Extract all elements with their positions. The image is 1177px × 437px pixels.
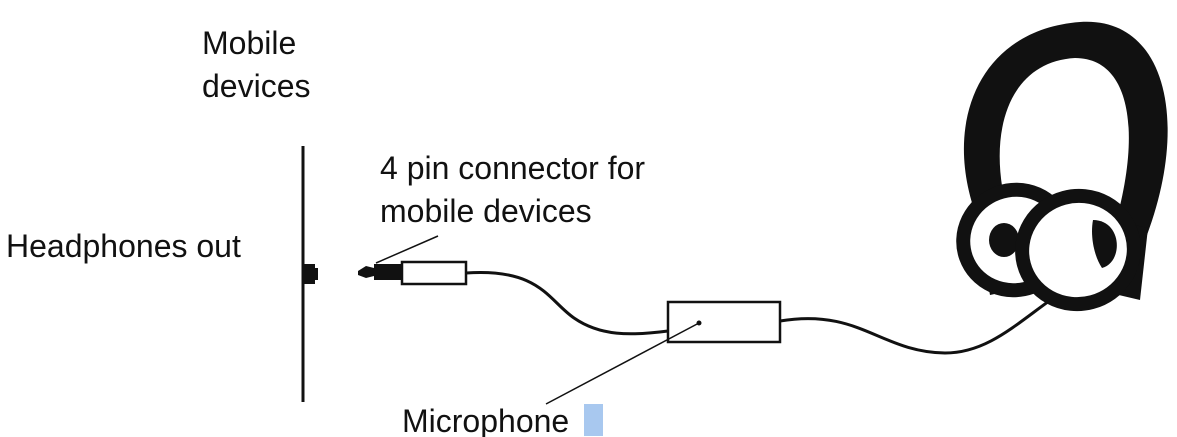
headphones-icon [956, 21, 1168, 312]
text-selection-highlight [584, 404, 603, 436]
mobile-devices-label-line1: Mobile [202, 25, 296, 61]
mobile-devices-label-line2: devices [202, 68, 311, 104]
microphone-leader-line [545, 322, 700, 405]
microphone-label: Microphone [402, 403, 569, 437]
microphone-box-icon [666, 300, 782, 344]
connector-label-line2: mobile devices [380, 193, 592, 229]
cable-plug-to-mic [465, 270, 669, 336]
headphones-out-label: Headphones out [6, 228, 241, 264]
jack-plug-icon [358, 260, 468, 286]
connector-leader-line [375, 235, 439, 264]
connector-label-line1: 4 pin connector for [380, 150, 645, 186]
device-edge-icon [301, 146, 318, 402]
cable-mic-to-headphones [779, 290, 1063, 355]
